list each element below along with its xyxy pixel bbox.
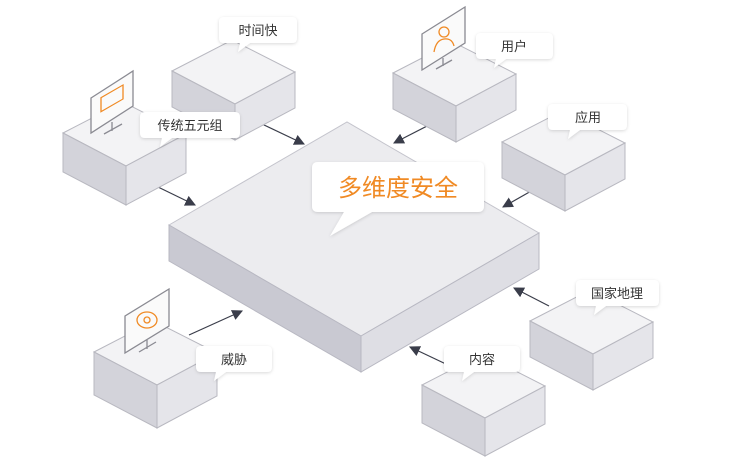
callout-geo: 国家地理	[576, 280, 659, 315]
cube-geo	[528, 289, 655, 391]
screen-monitor-icon	[90, 69, 134, 135]
node-label-user: 用户	[501, 39, 527, 55]
node-label-geo: 国家地理	[591, 286, 643, 302]
callout-user: 用户	[476, 33, 553, 68]
center-platform	[168, 121, 540, 373]
node-label-content: 内容	[469, 352, 495, 368]
arrow-tuple	[157, 186, 196, 206]
cube-app	[500, 110, 627, 212]
cloud-monitor-icon	[124, 287, 170, 355]
node-label-time: 时间快	[238, 24, 277, 39]
arrow-threat	[188, 310, 243, 336]
arrow-content	[409, 346, 449, 366]
arrow-time	[261, 123, 305, 145]
connector-arrows	[157, 123, 550, 366]
arrow-user	[393, 123, 432, 144]
arrow-app	[502, 189, 534, 208]
callout-content: 内容	[444, 346, 520, 381]
center-callout	[312, 162, 484, 236]
callout-tuple: 传统五元组	[140, 112, 240, 147]
center-title: 多维度安全	[338, 174, 458, 202]
node-label-tuple: 传统五元组	[157, 119, 222, 134]
arrow-geo	[513, 287, 550, 307]
cube-threat	[92, 320, 219, 429]
callout-threat: 威胁	[196, 346, 272, 381]
user-monitor-icon	[421, 5, 466, 72]
callout-app: 应用	[548, 104, 627, 139]
node-label-threat: 威胁	[221, 353, 247, 368]
callout-time: 时间快	[219, 17, 297, 52]
node-label-app: 应用	[575, 110, 601, 126]
